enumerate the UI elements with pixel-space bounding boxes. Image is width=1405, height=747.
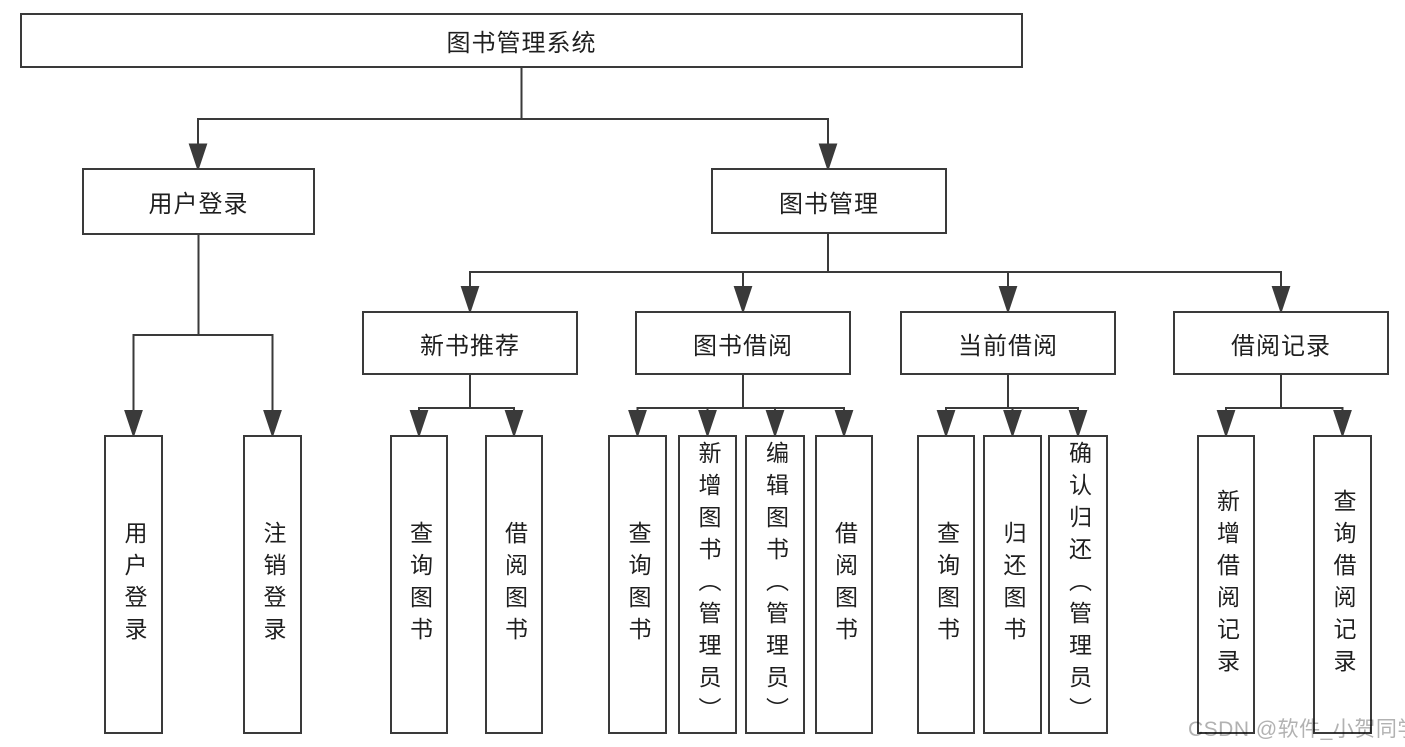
leaf-label: 编辑图书（管理员） [762,440,789,729]
arrowhead [504,410,524,439]
edges-borrow-records [1216,375,1352,439]
edges-book-borrow [628,375,854,439]
arrowhead [460,286,480,315]
arrowhead [628,410,647,439]
leaf-label: 注销登录 [260,520,286,649]
leaf-label: 用户登录 [121,520,147,649]
leaf-label: 新增借阅记录 [1213,488,1240,681]
leaf-label: 查询借阅记录 [1330,488,1356,681]
arrowhead [818,143,838,172]
csdn-watermark: CSDN @软件_小贺同学 [1188,718,1405,741]
node-user-login: 用户登录 [82,168,315,235]
leaf-label: 借阅图书 [501,520,528,649]
leaf-borrow-borrow-book: 借阅图书 [815,435,873,734]
arrowhead [936,410,956,439]
leaf-newrec-query-book: 查询图书 [390,435,448,734]
leaf-label: 查询图书 [406,520,433,649]
leaf-borrow-edit-book-admin: 编辑图书（管理员） [745,435,805,734]
arrowhead [733,286,753,315]
arrowhead [834,410,854,439]
edges-new-book-recommend [409,375,524,439]
leaf-label: 确认归还（管理员） [1065,440,1092,729]
leaf-label: 查询图书 [625,520,651,649]
node-borrow-records: 借阅记录 [1173,311,1389,375]
leaf-logout: 注销登录 [243,435,302,734]
node-book-management: 图书管理 [711,168,947,234]
node-current-borrow: 当前借阅 [900,311,1116,375]
leaf-current-confirm-return-admin: 确认归还（管理员） [1048,435,1108,734]
arrowhead [1003,410,1022,439]
leaf-newrec-borrow-book: 借阅图书 [485,435,543,734]
arrowhead [1333,410,1352,439]
edges-current-borrow [936,375,1088,439]
leaf-user-login: 用户登录 [104,435,163,734]
edges-user-login [124,235,282,439]
edges-book-mgmt [460,234,1291,315]
leaf-label: 查询图书 [933,520,960,649]
leaf-records-add-record: 新增借阅记录 [1197,435,1255,734]
arrowhead [1216,410,1236,439]
node-book-borrow: 图书借阅 [635,311,851,375]
arrowhead [1068,410,1088,439]
arrowhead [1271,286,1291,315]
leaf-borrow-add-book-admin: 新增图书（管理员） [678,435,737,734]
node-root: 图书管理系统 [20,13,1023,68]
leaf-label: 借阅图书 [831,520,858,649]
arrowhead [124,410,143,439]
leaf-records-query-record: 查询借阅记录 [1313,435,1372,734]
leaf-current-return-book: 归还图书 [983,435,1042,734]
leaf-borrow-query-book: 查询图书 [608,435,667,734]
leaf-current-query-book: 查询图书 [917,435,975,734]
leaf-label: 归还图书 [1000,520,1026,649]
arrowhead [765,410,785,439]
edges-root [188,68,838,172]
arrowhead [409,410,429,439]
arrowhead [998,286,1018,315]
arrowhead [698,410,717,439]
node-new-book-recommend: 新书推荐 [362,311,578,375]
arrowhead [263,410,282,439]
arrowhead [188,143,208,172]
leaf-label: 新增图书（管理员） [695,440,721,729]
